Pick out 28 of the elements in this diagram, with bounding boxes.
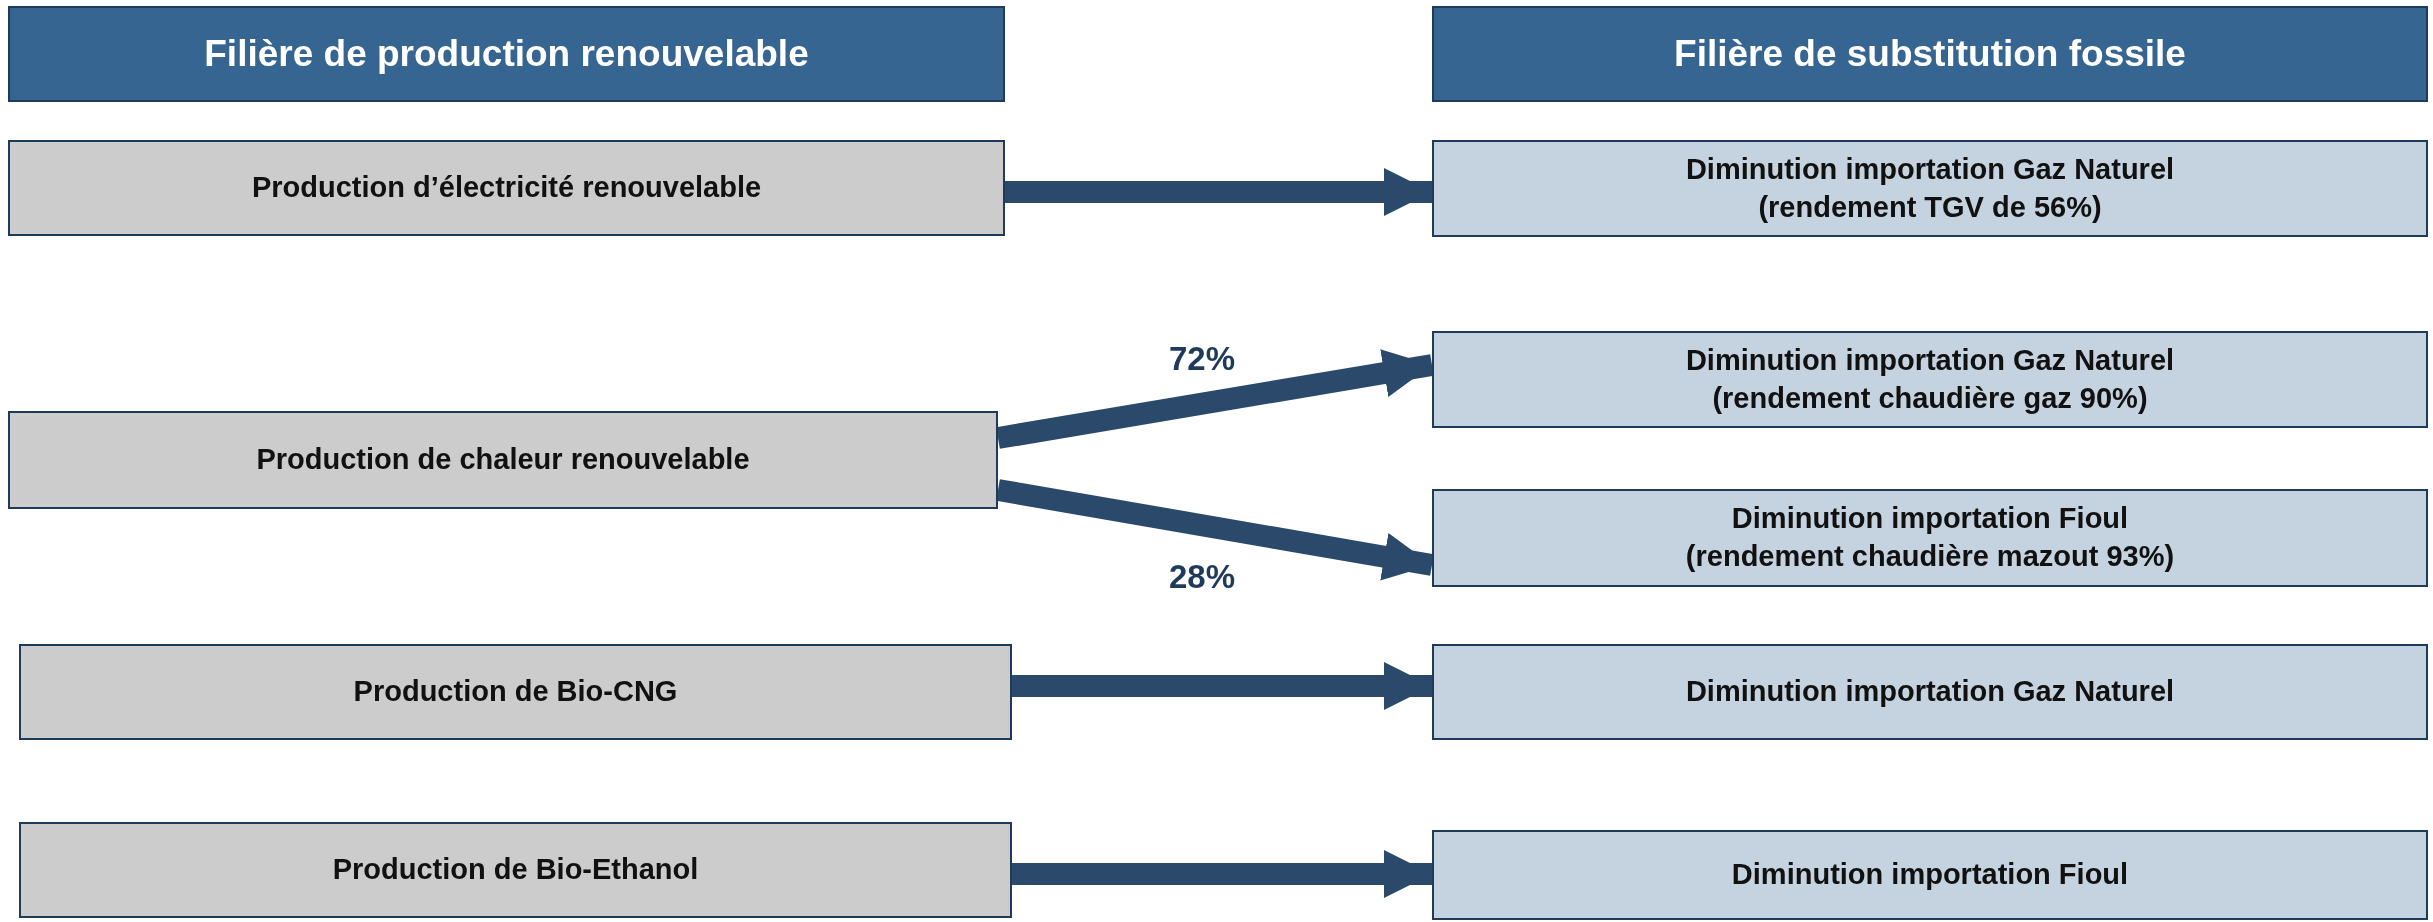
box-text: Production de Bio-Ethanol (332, 852, 699, 888)
header-text: Filière de production renouvelable (204, 31, 809, 76)
production-box (19, 822, 1012, 918)
box-text: (rendement chaudière mazout 93%) (1685, 539, 2175, 574)
box-text: Production de Bio-CNG (353, 674, 678, 710)
box-text: Diminution importation Fioul (1731, 857, 2129, 893)
substitution-box (1432, 140, 2428, 237)
block-arrow (1005, 167, 1432, 217)
box-text: Diminution importation Gaz Naturel (1685, 151, 2175, 187)
header-text: Filière de substitution fossile (1674, 31, 2186, 76)
box-text: Production de chaleur renouvelable (256, 442, 750, 478)
substitution-box (1432, 644, 2428, 740)
production-box (8, 140, 1005, 236)
box-text: Diminution importation Gaz Naturel (1685, 342, 2175, 378)
box-text: (rendement chaudière gaz 90%) (1712, 380, 2148, 416)
block-arrow (1012, 849, 1432, 899)
substitution-box (1432, 830, 2428, 920)
box-text: Diminution importation Fioul (1731, 501, 2129, 537)
production-box (19, 644, 1012, 740)
substitution-box (1432, 331, 2428, 428)
box-text: Diminution importation Gaz Naturel (1685, 674, 2175, 710)
production-box (8, 411, 998, 509)
block-arrow (1012, 661, 1432, 711)
column-header (8, 6, 1005, 102)
substitution-box (1432, 489, 2428, 587)
box-text: (rendement TGV de 56%) (1758, 189, 2102, 225)
column-header (1432, 6, 2428, 102)
box-text: Production d’électricité renouvelable (251, 170, 762, 206)
